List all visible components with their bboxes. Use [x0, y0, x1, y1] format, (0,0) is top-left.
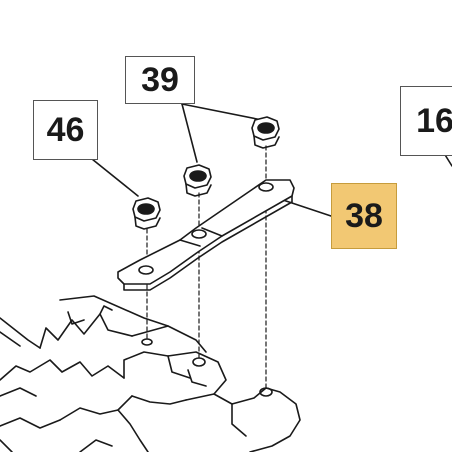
callout-39-label: 39: [141, 60, 179, 99]
assembly-hole-middle: [192, 357, 206, 367]
nut-part-39-right: [251, 116, 280, 149]
clamp-plate-part-38: [117, 179, 295, 291]
nut-part-46: [132, 197, 161, 230]
leader-39-to-nut-b: [181, 103, 263, 121]
callout-16-label: 16: [416, 101, 452, 140]
callout-46: 46: [33, 100, 98, 160]
leader-46-to-nut: [91, 158, 139, 197]
assembly-hole-right: [259, 387, 273, 397]
callout-16: 16: [400, 86, 452, 156]
callout-46-label: 46: [46, 110, 85, 149]
nut-part-39-middle: [183, 164, 212, 197]
cutter-bar-assembly: [0, 295, 301, 452]
leader-39-to-nut-a: [181, 103, 198, 163]
plate-hole-left: [138, 265, 154, 275]
assembly-hole-left: [141, 338, 153, 346]
callout-38-label: 38: [345, 196, 383, 235]
callout-39: 39: [125, 56, 195, 104]
callout-38-highlighted: 38: [331, 183, 397, 249]
plate-hole-middle: [191, 229, 207, 239]
plate-hole-right: [258, 182, 274, 192]
